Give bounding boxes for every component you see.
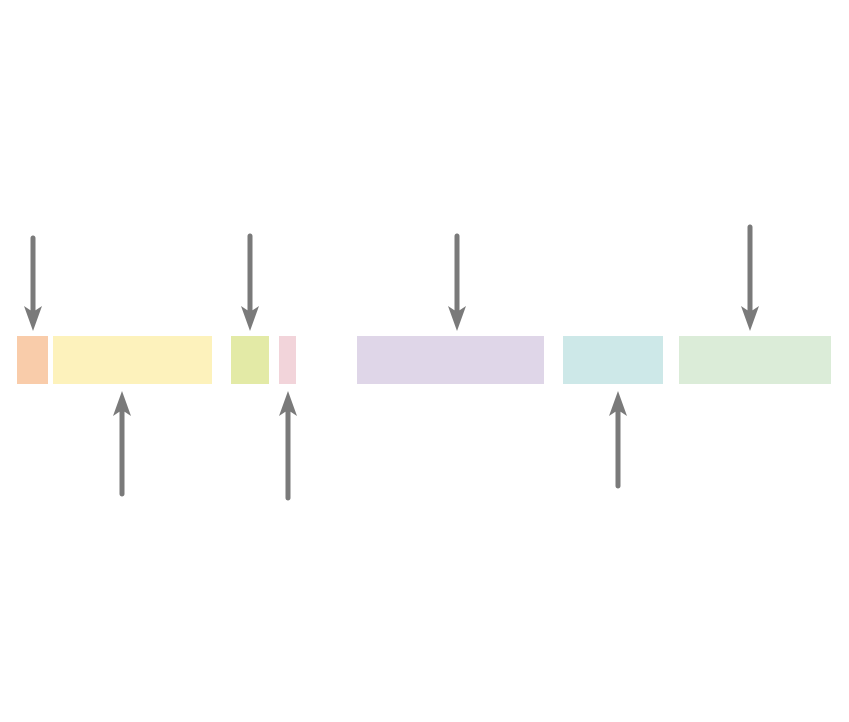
arrow-up-1 — [113, 391, 131, 497]
segment-5 — [357, 336, 544, 384]
segment-7 — [679, 336, 831, 384]
arrows-layer — [24, 224, 759, 501]
arrow-down-4 — [741, 224, 759, 331]
arrow-up-3 — [609, 391, 627, 489]
segment-1 — [17, 336, 48, 384]
segment-2 — [53, 336, 212, 384]
segment-3 — [231, 336, 269, 384]
segment-6 — [563, 336, 663, 384]
segment-4 — [279, 336, 296, 384]
arrow-down-3 — [448, 233, 466, 331]
arrow-up-2 — [279, 391, 297, 501]
segments-layer — [17, 336, 831, 384]
arrow-down-2 — [241, 233, 259, 331]
arrow-down-1 — [24, 235, 42, 331]
